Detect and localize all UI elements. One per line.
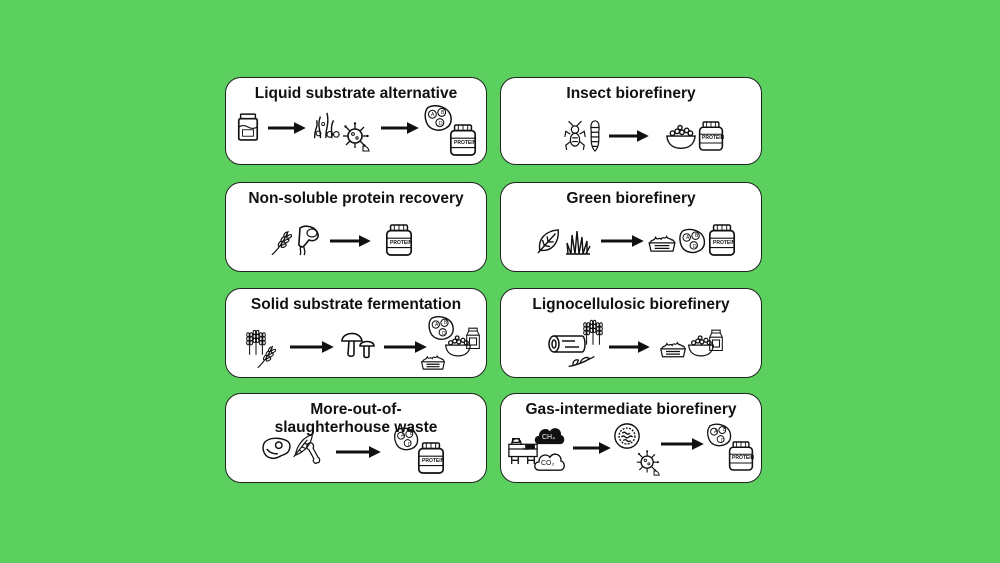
card-solid-substrate: Solid substrate fermentation A B D — [225, 288, 487, 378]
card-green-biorefinery: Green biorefinery A B D PROTEIN — [500, 182, 762, 272]
pathway-diagram: PROTEIN — [271, 224, 413, 256]
card-title: Liquid substrate alternative — [254, 85, 458, 102]
microbe-icon — [636, 450, 660, 476]
vitamin-a-label: A — [401, 433, 405, 439]
branch-icon — [567, 355, 596, 368]
card-insect-biorefinery: Insect biorefinery PROTEIN — [500, 77, 762, 165]
protein-label: PROTEIN — [390, 240, 413, 246]
feed-tray-icon — [421, 355, 445, 370]
card-title: Green biorefinery — [566, 190, 696, 207]
vitamin-b-label: B — [695, 233, 699, 239]
card-title: Non-soluble protein recovery — [248, 190, 464, 207]
pathway-diagram: A B D — [246, 315, 480, 370]
wheat-icon — [583, 319, 603, 346]
vitamin-a-label: A — [714, 429, 718, 435]
card-liquid-substrate: Liquid substrate alternative A B D PROTE… — [225, 77, 487, 165]
wheat-icon — [271, 230, 292, 256]
vitamin-b-label: B — [410, 431, 414, 437]
pathway-diagram: A B D PROTEIN — [262, 427, 445, 474]
nutrients-icon — [707, 423, 732, 447]
leaf-icon — [537, 229, 560, 254]
pathway-diagram — [548, 319, 723, 368]
co2-label: CO₂ — [541, 460, 555, 467]
protein-label: PROTEIN — [732, 455, 755, 461]
protein-label: PROTEIN — [454, 140, 477, 146]
jar-icon — [237, 113, 259, 141]
card-title: Gas-intermediate biorefinery — [525, 401, 737, 418]
vitamin-d-label: D — [439, 121, 443, 127]
card-title: Lignocellulosic biorefinery — [532, 296, 730, 313]
pathway-diagram: A B D PROTEIN — [237, 105, 477, 156]
vitamin-b-label: B — [444, 320, 448, 326]
vitamin-d-label: D — [693, 244, 697, 250]
vitamin-d-label: D — [408, 442, 412, 448]
protein-label: PROTEIN — [422, 458, 445, 464]
card-title: Insect biorefinery — [566, 85, 696, 102]
nutrients-icon — [394, 427, 419, 451]
vitamin-b-label: B — [723, 427, 727, 433]
feather-icon — [293, 434, 313, 458]
steak-icon — [262, 437, 291, 460]
feed-tray-icon — [648, 235, 676, 252]
card-lignocellulosic: Lignocellulosic biorefinery — [500, 288, 762, 378]
grass-icon — [565, 230, 591, 255]
vitamin-a-label: A — [686, 235, 690, 241]
bacteria-culture-icon — [614, 423, 640, 449]
card-title: Solid substrate fermentation — [250, 296, 462, 313]
vitamin-a-label: A — [435, 322, 439, 328]
card-title: More-out-of-slaughterhouse waste — [274, 401, 438, 436]
algae-icon — [313, 112, 340, 139]
mushroom-icon — [341, 332, 375, 359]
vitamin-a-label: A — [431, 112, 435, 118]
wheat-stalk-icon — [257, 345, 276, 369]
factory-tag-label: M3 — [523, 446, 529, 451]
log-icon — [548, 335, 586, 353]
vitamin-d-label: D — [442, 331, 446, 337]
cricket-icon — [564, 120, 586, 151]
pathway-diagram: M3 CH₄ CO₂ A B D PROTEIN — [508, 423, 755, 476]
wheat-icon — [246, 329, 266, 356]
protein-label: PROTEIN — [713, 240, 736, 246]
pouring-sack-icon — [297, 225, 319, 256]
vitamin-b-label: B — [441, 110, 445, 116]
factory-icon — [508, 437, 538, 465]
microbe-icon — [342, 122, 370, 152]
protein-label: PROTEIN — [702, 135, 725, 141]
larva-icon — [590, 120, 600, 152]
feed-tray-icon — [660, 342, 686, 358]
methane-label: CH₄ — [542, 434, 555, 441]
pathway-diagram: PROTEIN — [564, 120, 725, 152]
feed-bowl-icon — [666, 124, 696, 150]
card-nonsoluble-protein: Non-soluble protein recovery PROTEIN — [225, 182, 487, 272]
vitamin-d-label: D — [721, 438, 725, 444]
card-gas-intermediate: Gas-intermediate biorefinery M3 CH₄ CO₂ … — [500, 393, 762, 483]
pathway-diagram: A B D PROTEIN — [537, 224, 736, 256]
carton-icon — [709, 329, 723, 352]
card-slaughterhouse-waste: More-out-of-slaughterhouse waste A B D P… — [225, 393, 487, 483]
